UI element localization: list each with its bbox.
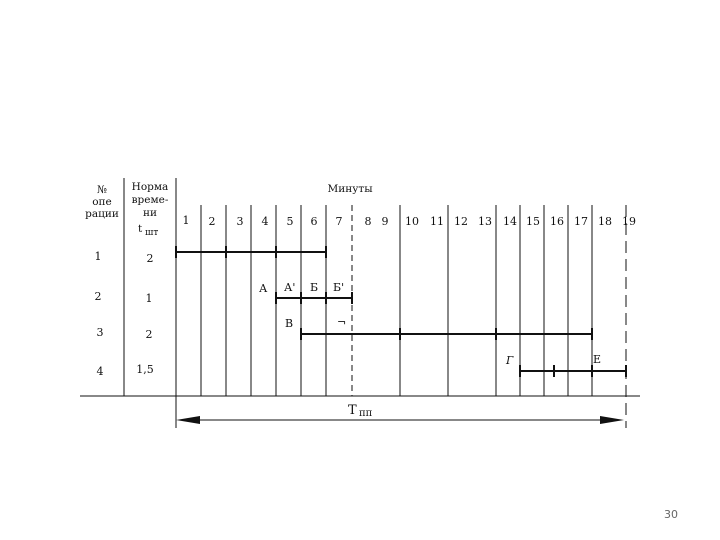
minute-label: 12 bbox=[454, 215, 468, 228]
minute-label: 10 bbox=[405, 215, 419, 228]
row-3-op: 3 bbox=[97, 326, 104, 339]
header-norm-symbol: t bbox=[138, 223, 143, 235]
arrow-right-icon bbox=[600, 416, 624, 424]
minute-label: 2 bbox=[209, 215, 216, 228]
label-a-prime: А' bbox=[284, 281, 295, 294]
minute-label: 9 bbox=[382, 215, 389, 228]
minute-label: 7 bbox=[336, 215, 343, 228]
minute-label: 1 bbox=[183, 214, 190, 227]
header-norm-line3: ни bbox=[143, 207, 157, 219]
minute-label: 16 bbox=[550, 215, 564, 228]
row-2-op: 2 bbox=[95, 290, 102, 303]
total-duration-subscript: пп bbox=[359, 408, 373, 419]
header-norm-subscript: шт bbox=[145, 228, 158, 238]
minute-label: 13 bbox=[478, 215, 492, 228]
minute-label: 6 bbox=[311, 215, 318, 228]
row-2-norm: 1 bbox=[146, 292, 153, 305]
row-4-op: 4 bbox=[97, 365, 104, 378]
row-3-norm: 2 bbox=[146, 328, 153, 341]
header-minutes-title: Минуты bbox=[327, 183, 372, 195]
minute-label: 15 bbox=[526, 215, 540, 228]
header-op-line2: опе bbox=[92, 196, 112, 208]
minute-labels: 1 2 3 4 5 6 7 8 9 10 11 12 13 14 15 16 1… bbox=[183, 214, 637, 228]
header-op-line3: рации bbox=[85, 208, 119, 220]
minute-label: 17 bbox=[574, 215, 588, 228]
minute-label: 18 bbox=[598, 215, 612, 228]
row-1-op: 1 bbox=[95, 250, 102, 263]
total-duration-symbol: T bbox=[348, 403, 357, 418]
page-number: 30 bbox=[664, 508, 678, 521]
label-v: В bbox=[285, 317, 293, 330]
row-1-norm: 2 bbox=[147, 252, 154, 265]
minute-label: 5 bbox=[287, 215, 294, 228]
minute-label: 19 bbox=[622, 215, 636, 228]
operation-bar-2 bbox=[275, 292, 353, 304]
minute-label: 4 bbox=[262, 215, 269, 228]
label-v-prime: ¬ bbox=[337, 316, 346, 329]
header-op-line1: № bbox=[97, 184, 107, 196]
minute-label: 3 bbox=[237, 215, 244, 228]
label-g: Г bbox=[505, 354, 514, 367]
arrow-left-icon bbox=[176, 416, 200, 424]
row-4-norm: 1,5 bbox=[136, 363, 154, 376]
label-e: Е bbox=[593, 353, 601, 366]
minute-label: 8 bbox=[365, 215, 372, 228]
operation-bar-3 bbox=[300, 328, 593, 340]
operation-bar-4 bbox=[519, 365, 627, 377]
header-norm-line1: Норма bbox=[132, 181, 169, 193]
minute-label: 11 bbox=[430, 215, 444, 228]
minute-label: 14 bbox=[503, 215, 517, 228]
label-a: А bbox=[259, 282, 268, 295]
header-norm-line2: време- bbox=[132, 194, 169, 206]
label-b-prime: Б' bbox=[333, 281, 344, 294]
label-b: Б bbox=[310, 281, 318, 294]
operation-bar-1 bbox=[175, 246, 327, 258]
